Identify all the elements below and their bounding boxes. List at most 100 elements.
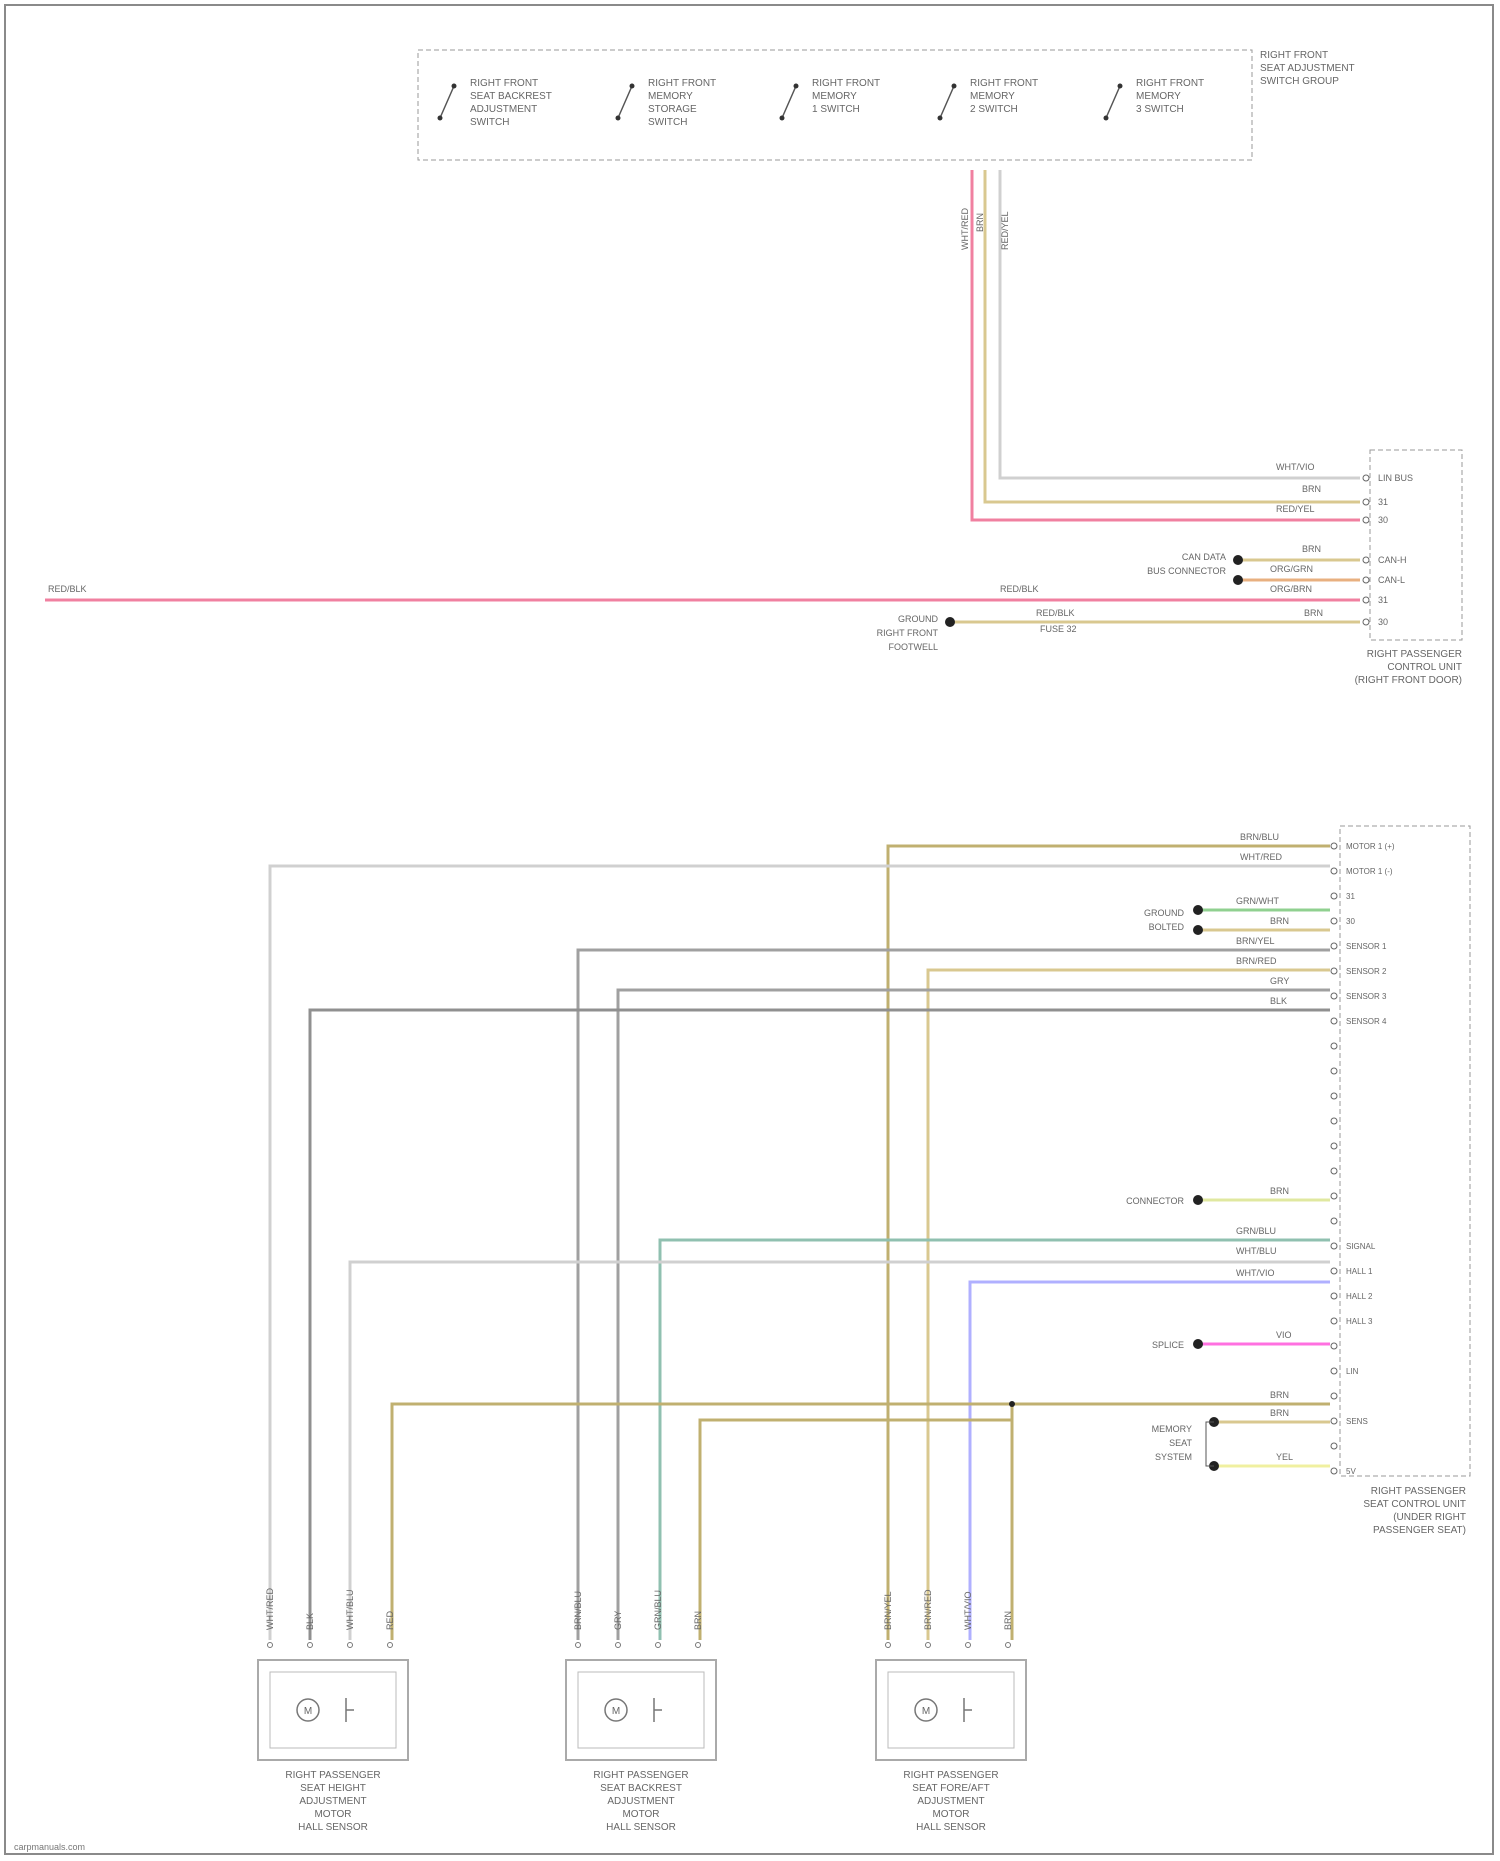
seat-pin xyxy=(1331,1343,1337,1349)
seat-pin-label: 31 xyxy=(1346,892,1355,901)
seat-wire-label-4: BRN xyxy=(1270,916,1289,926)
motor-label-line: RIGHT PASSENGER xyxy=(593,1770,688,1781)
motor-label-line: SEAT BACKREST xyxy=(600,1783,682,1794)
seat-pin xyxy=(1331,968,1337,974)
wire-motor2-c xyxy=(660,1240,1330,1640)
seat-pin xyxy=(1331,868,1337,874)
door-pin-label: LIN BUS xyxy=(1378,473,1413,483)
seat-pin xyxy=(1331,1393,1337,1399)
door-pin xyxy=(1363,597,1369,603)
wire-switch-tan xyxy=(985,170,1360,502)
can-connector-dot-1 xyxy=(1233,555,1243,565)
seat-splice-bracket xyxy=(1206,1422,1214,1466)
switch-label-line: 1 SWITCH xyxy=(812,104,860,115)
memory-switch-1: RIGHT FRONT SEAT BACKREST ADJUSTMENT SWITCH xyxy=(438,78,552,128)
wire-switch-cream xyxy=(1000,170,1360,478)
memory-switch-5: RIGHT FRONTMEMORY3 SWITCH xyxy=(1104,78,1205,121)
switch-label-line: SWITCH xyxy=(648,117,687,128)
door-ground-label-1: GROUND xyxy=(898,614,938,624)
door-module-label-1: RIGHT PASSENGER xyxy=(1367,649,1462,660)
motor-label-line: MOTOR xyxy=(932,1809,969,1820)
seat-wire-label-12: WHT/VIO xyxy=(1236,1268,1275,1278)
seat-wire-label-5: BRN/YEL xyxy=(1236,936,1275,946)
seat-module-label-4: PASSENGER SEAT) xyxy=(1373,1525,1466,1536)
switch-panel-label-3: SWITCH GROUP xyxy=(1260,76,1339,87)
seat-pin xyxy=(1331,1168,1337,1174)
seat-module-label-2: SEAT CONTROL UNIT xyxy=(1363,1499,1466,1510)
seat-pin xyxy=(1331,1318,1337,1324)
seat-wire-label-8: BLK xyxy=(1270,996,1287,1006)
seat-memory-label-2: SEAT xyxy=(1169,1438,1192,1448)
footer-source: carpmanuals.com xyxy=(14,1842,85,1852)
seat-pin-label: SENSOR 4 xyxy=(1346,1017,1387,1026)
seat-splice-dot-3 xyxy=(1009,1401,1015,1407)
door-ground-dot xyxy=(945,617,955,627)
door-wire-label-1: WHT/VIO xyxy=(1276,462,1315,472)
motor-wire-label: BRN/YEL xyxy=(883,1591,893,1630)
seat-pin xyxy=(1331,893,1337,899)
switch-label-line: RIGHT FRONT xyxy=(470,78,538,89)
motor-wire-label: RED xyxy=(385,1610,395,1630)
seat-ground-dot-2 xyxy=(1193,925,1203,935)
motor-label-line: ADJUSTMENT xyxy=(607,1796,674,1807)
door-wire-label-5: ORG/GRN xyxy=(1270,564,1313,574)
motor-label-line: HALL SENSOR xyxy=(606,1822,676,1833)
seat-pin xyxy=(1331,1143,1337,1149)
switch-panel-label-1: RIGHT FRONT xyxy=(1260,50,1328,61)
seat-ground-label-1: GROUND xyxy=(1144,908,1184,918)
wire-motor2-d xyxy=(700,1404,1330,1640)
seat-control-unit: MOTOR 1 (+)MOTOR 1 (-)3130SENSOR 1SENSOR… xyxy=(1009,826,1470,1536)
door-wire-label-4: BRN xyxy=(1302,544,1321,554)
switch-wire-label-1: WHT/RED xyxy=(960,208,970,250)
seat-module-label-1: RIGHT PASSENGER xyxy=(1371,1486,1466,1497)
seat-pin-label: SIGNAL xyxy=(1346,1242,1376,1251)
door-pin-label: CAN-L xyxy=(1378,575,1405,585)
door-wire-label-8: RED/BLK xyxy=(1036,608,1075,618)
seat-pin-label: HALL 2 xyxy=(1346,1292,1373,1301)
hall-sensor-icon xyxy=(964,1698,972,1722)
hall-sensor-icon xyxy=(654,1698,662,1722)
motor-wire-label: BRN/RED xyxy=(923,1589,933,1630)
seat-pin xyxy=(1331,1193,1337,1199)
motor-label-line: SEAT HEIGHT xyxy=(300,1783,366,1794)
seat-pin xyxy=(1331,1243,1337,1249)
door-pin-label: CAN-H xyxy=(1378,555,1407,565)
svg-text:M: M xyxy=(612,1706,620,1717)
door-pin-label: 31 xyxy=(1378,595,1388,605)
door-pin-label: 30 xyxy=(1378,515,1388,525)
motor-wire-label: WHT/BLU xyxy=(345,1590,355,1631)
switch-label-line: ADJUSTMENT xyxy=(470,104,537,115)
wire-motor2-b xyxy=(618,990,1330,1640)
door-module-label-3: (RIGHT FRONT DOOR) xyxy=(1355,675,1462,686)
switch-label-line: MEMORY xyxy=(970,91,1015,102)
memory-switch-4: RIGHT FRONTMEMORY2 SWITCH xyxy=(938,78,1039,121)
door-wire-label-2: BRN xyxy=(1302,484,1321,494)
switch-label-line: MEMORY xyxy=(1136,91,1181,102)
switch-label-line: RIGHT FRONT xyxy=(970,78,1038,89)
door-pin xyxy=(1363,475,1369,481)
seat-pin-label: SENSOR 3 xyxy=(1346,992,1387,1001)
seat-wire-label-9: BRN xyxy=(1270,1186,1289,1196)
door-wire-label-3: RED/YEL xyxy=(1276,504,1315,514)
switch-label-line: SWITCH xyxy=(470,117,509,128)
seat-pin-label: LIN xyxy=(1346,1367,1359,1376)
memory-switch-2: RIGHT FRONTMEMORYSTORAGESWITCH xyxy=(616,78,717,128)
svg-text:M: M xyxy=(922,1706,930,1717)
door-pin-label: 30 xyxy=(1378,617,1388,627)
switch-label-line: SEAT BACKREST xyxy=(470,91,552,102)
wire-motor1-b xyxy=(310,1010,1330,1640)
motor-wire-label: GRY xyxy=(613,1611,623,1630)
seat-pin-label: HALL 3 xyxy=(1346,1317,1373,1326)
motor-label-line: RIGHT PASSENGER xyxy=(285,1770,380,1781)
door-fuse-label: FUSE 32 xyxy=(1040,624,1077,634)
wire-motor1-a xyxy=(270,866,1330,1640)
seat-module-label-3: (UNDER RIGHT xyxy=(1393,1512,1466,1523)
seat-pin-label: 30 xyxy=(1346,917,1355,926)
seat-wire-label-1: BRN/BLU xyxy=(1240,832,1279,842)
svg-text:M: M xyxy=(304,1706,312,1717)
seat-pin xyxy=(1331,843,1337,849)
seat-pin xyxy=(1331,1093,1337,1099)
